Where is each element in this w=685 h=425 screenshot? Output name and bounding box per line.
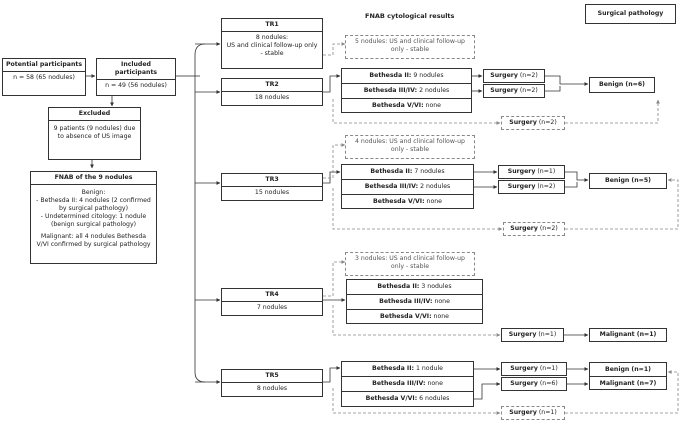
tr3-box: TR3 15 nodules — [221, 173, 323, 201]
surgery-box: Surgery (n=6) — [501, 377, 567, 391]
surgical-pathology-header: Surgical pathology — [585, 4, 676, 24]
outcome-benign: Benign (n=5) — [589, 173, 667, 189]
included-participants-count: n = 49 (56 nodules) — [105, 82, 167, 90]
tr3-title: TR3 — [222, 174, 322, 188]
surgery-box: Surgery (n=2) — [503, 222, 565, 236]
fnab-results-header: FNAB cytological results — [365, 12, 455, 20]
tr5-box: TR5 8 nodules — [221, 369, 323, 397]
bethesda-row: Bethesda III/IV: 2 nodules — [342, 179, 473, 194]
bethesda-row: Bethesda V/VI: 6 nodules — [342, 391, 473, 406]
potential-participants-count: n = 58 (65 nodules) — [13, 74, 75, 82]
surgery-box: Surgery (n=2) — [483, 84, 545, 98]
tr2-bethesda-table: Bethesda II: 9 nodules Bethesda III/IV: … — [341, 68, 472, 113]
bethesda-row: Bethesda V/VI: none — [347, 309, 482, 324]
potential-participants-title: Potential participants — [3, 59, 85, 73]
tr5-bethesda-table: Bethesda II: 1 nodule Bethesda III/IV: n… — [341, 361, 474, 407]
included-participants-title: Included participants — [97, 59, 175, 81]
tr2-title: TR2 — [222, 79, 322, 93]
tr2-nodules: 18 nodules — [254, 94, 290, 102]
outcome-pair: Benign (n=1) Malignant (n=7) — [589, 362, 667, 390]
tr3-nodules: 15 nodules — [254, 189, 290, 197]
fnab-nine-malignant: Malignant: all 4 nodules Bethesda V/VI c… — [36, 233, 151, 249]
excluded-title: Excluded — [49, 108, 140, 122]
surgery-box: Surgery (n=2) — [483, 69, 545, 83]
tr4-box: TR4 7 nodules — [221, 288, 323, 316]
bethesda-row: Bethesda II: 3 nodules — [377, 283, 452, 290]
surgery-box: Surgery (n=2) — [498, 180, 565, 194]
fnab-nine-benign-item: - Bethesda II: 4 nodules (2 confirmed by… — [36, 197, 151, 213]
potential-participants-box: Potential participants n = 58 (65 nodule… — [2, 58, 86, 96]
surgery-box: Surgery (n=1) — [501, 328, 564, 342]
surgery-box: Surgery (n=1) — [501, 406, 565, 420]
excluded-description: 9 patients (9 nodules) due to absence of… — [53, 125, 136, 141]
tr5-nodules: 8 nodules — [256, 385, 288, 393]
surgery-box: Surgery (n=1) — [498, 165, 565, 179]
fnab-nine-nodules-box: FNAB of the 9 nodules Benign: - Bethesda… — [30, 171, 157, 264]
included-participants-box: Included participants n = 49 (56 nodules… — [96, 58, 176, 96]
fnab-nine-benign-item: - Undetermined citology: 1 nodule (benig… — [40, 213, 147, 229]
bethesda-row: Bethesda V/VI: none — [342, 98, 471, 113]
outcome-malignant: Malignant (n=7) — [599, 380, 657, 387]
tr3-bethesda-table: Bethesda II: 7 nodules Bethesda III/IV: … — [341, 164, 474, 209]
tr1-description: 8 nodules: US and clinical follow-up onl… — [226, 34, 318, 58]
outcome-benign: Benign (n=6) — [589, 77, 655, 93]
tr1-title: TR1 — [222, 19, 322, 33]
tr2-box: TR2 18 nodules — [221, 78, 323, 106]
bethesda-row: Bethesda II: 1 nodule — [372, 365, 443, 372]
surgery-box: Surgery (n=2) — [501, 116, 565, 130]
tr4-nodules: 7 nodules — [256, 304, 288, 312]
followup-box: 5 nodules: US and clinical follow-up onl… — [345, 35, 475, 59]
excluded-box: Excluded 9 patients (9 nodules) due to a… — [48, 107, 141, 160]
tr4-bethesda-table: Bethesda II: 3 nodules Bethesda III/IV: … — [346, 279, 483, 324]
bethesda-row: Bethesda V/VI: none — [342, 194, 473, 209]
bethesda-row: Bethesda III/IV: none — [347, 294, 482, 309]
followup-box: 4 nodules: US and clinical follow-up onl… — [345, 135, 475, 159]
bethesda-row: Bethesda III/IV: 2 nodules — [342, 83, 471, 98]
bethesda-row: Bethesda II: 7 nodules — [370, 168, 445, 175]
bethesda-row: Bethesda II: 9 nodules — [369, 72, 444, 79]
followup-box: 3 nodules: US and clinical follow-up onl… — [345, 252, 475, 276]
outcome-benign: Benign (n=1) — [590, 363, 666, 377]
fnab-nine-benign-heading: Benign: — [81, 189, 106, 197]
outcome-malignant: Malignant (n=1) — [589, 328, 667, 342]
tr1-box: TR1 8 nodules: US and clinical follow-up… — [221, 18, 323, 69]
tr5-title: TR5 — [222, 370, 322, 384]
fnab-nine-title: FNAB of the 9 nodules — [31, 172, 156, 186]
bethesda-row: Bethesda III/IV: none — [342, 376, 473, 391]
tr4-title: TR4 — [222, 289, 322, 303]
surgery-box: Surgery (n=1) — [501, 362, 567, 376]
